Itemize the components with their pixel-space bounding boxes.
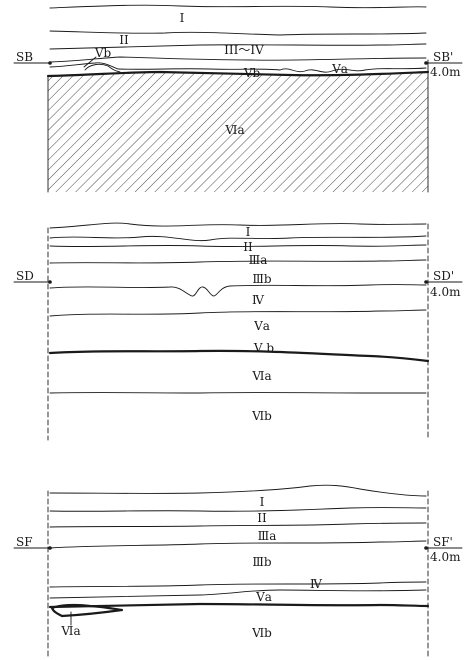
sf-via-lens	[50, 603, 124, 618]
sb-layer-vb-lens: Ⅴb	[94, 46, 112, 60]
sd-right-label: SD'	[433, 269, 454, 283]
sf-layer-iiib: Ⅲb	[252, 555, 272, 569]
sd-elevation-label: 4.0m	[430, 285, 461, 299]
sb-elevation-label: 4.0m	[430, 65, 461, 79]
sb-datum-left-dot	[48, 61, 52, 65]
section-sb: SB SB' 4.0m I II III～IV Ⅴb Ⅴb Ⅴa Ⅵa	[13, 4, 463, 193]
sd-layer-iv: Ⅳ	[252, 293, 265, 307]
sf-layer-iv: Ⅳ	[310, 577, 323, 591]
sf-thick-boundary	[48, 602, 430, 609]
sf-left-label: SF	[16, 535, 33, 549]
sb-layer-vb: Ⅴb	[243, 66, 261, 80]
sb-layer-ii: II	[119, 33, 129, 47]
sd-left-label: SD	[16, 269, 34, 283]
sf-layer-vib: Ⅵb	[251, 626, 272, 640]
sb-boundary-2	[49, 43, 427, 50]
sd-layer-vib: Ⅵb	[251, 409, 272, 423]
sb-layer-iii-iv: III～IV	[224, 43, 264, 57]
sd-boundary-3	[49, 259, 427, 264]
sf-right-label: SF'	[433, 535, 453, 549]
sb-thick-boundary	[46, 70, 430, 78]
sf-layer-iiia: Ⅲa	[258, 529, 277, 543]
sd-datum-right-dot	[424, 280, 428, 284]
sf-layer-ii: II	[257, 511, 267, 525]
sb-layer-i: I	[180, 11, 185, 25]
sb-surface-line	[49, 4, 427, 9]
sd-datum-left-dot	[48, 280, 52, 284]
sf-surface-line	[49, 484, 427, 497]
sf-layer-va: Ⅴa	[255, 590, 272, 604]
sb-vb-leader	[83, 56, 97, 68]
sb-boundary-3	[49, 56, 427, 63]
sd-layer-va: Ⅴa	[253, 319, 270, 333]
sf-boundary-5	[49, 589, 427, 599]
sb-right-label: SB'	[433, 50, 453, 64]
sd-boundary-1	[49, 235, 427, 242]
sd-layer-via: Ⅵa	[251, 369, 271, 383]
sf-boundary-1	[49, 507, 427, 512]
sf-layer-via: Ⅵa	[60, 624, 80, 638]
sd-layer-i: I	[246, 225, 251, 239]
sd-boundary-2	[49, 244, 427, 248]
sb-left-label: SB	[16, 50, 33, 64]
sb-boundary-4	[49, 62, 281, 71]
sd-boundary-4	[49, 284, 427, 297]
sf-datum-right-dot	[424, 546, 428, 550]
sd-layer-iiib: Ⅲb	[252, 272, 272, 286]
sd-layer-ii: II	[243, 240, 253, 254]
sf-boundary-3	[49, 540, 427, 549]
sd-thick-boundary	[48, 349, 430, 363]
sf-elevation-label: 4.0m	[430, 550, 461, 564]
section-sf: SF SF' 4.0m I II Ⅲa Ⅲb Ⅳ Ⅴa Ⅵa Ⅵb	[13, 484, 463, 657]
sd-boundary-5	[49, 309, 427, 317]
sb-boundary-1	[49, 30, 427, 36]
sb-layer-via: Ⅵa	[224, 123, 244, 137]
sb-layer-va: Ⅴa	[331, 62, 348, 76]
sf-boundary-2	[49, 522, 427, 528]
sb-datum-right-dot	[424, 61, 428, 65]
sf-datum-left-dot	[48, 546, 52, 550]
sf-layer-i: I	[260, 495, 265, 509]
sb-hatched-area	[48, 72, 428, 192]
sd-surface-line	[49, 222, 427, 229]
sd-layer-iiia: Ⅲa	[249, 253, 268, 267]
sf-boundary-4	[49, 581, 427, 588]
section-sd: SD SD' 4.0m I II Ⅲa Ⅲb Ⅳ Ⅴa Ⅴ b Ⅵa Ⅵb	[13, 222, 463, 441]
sb-boundary-5	[279, 67, 427, 73]
sb-vb-lens	[84, 63, 121, 73]
sd-layer-vb: Ⅴ b	[253, 341, 274, 355]
